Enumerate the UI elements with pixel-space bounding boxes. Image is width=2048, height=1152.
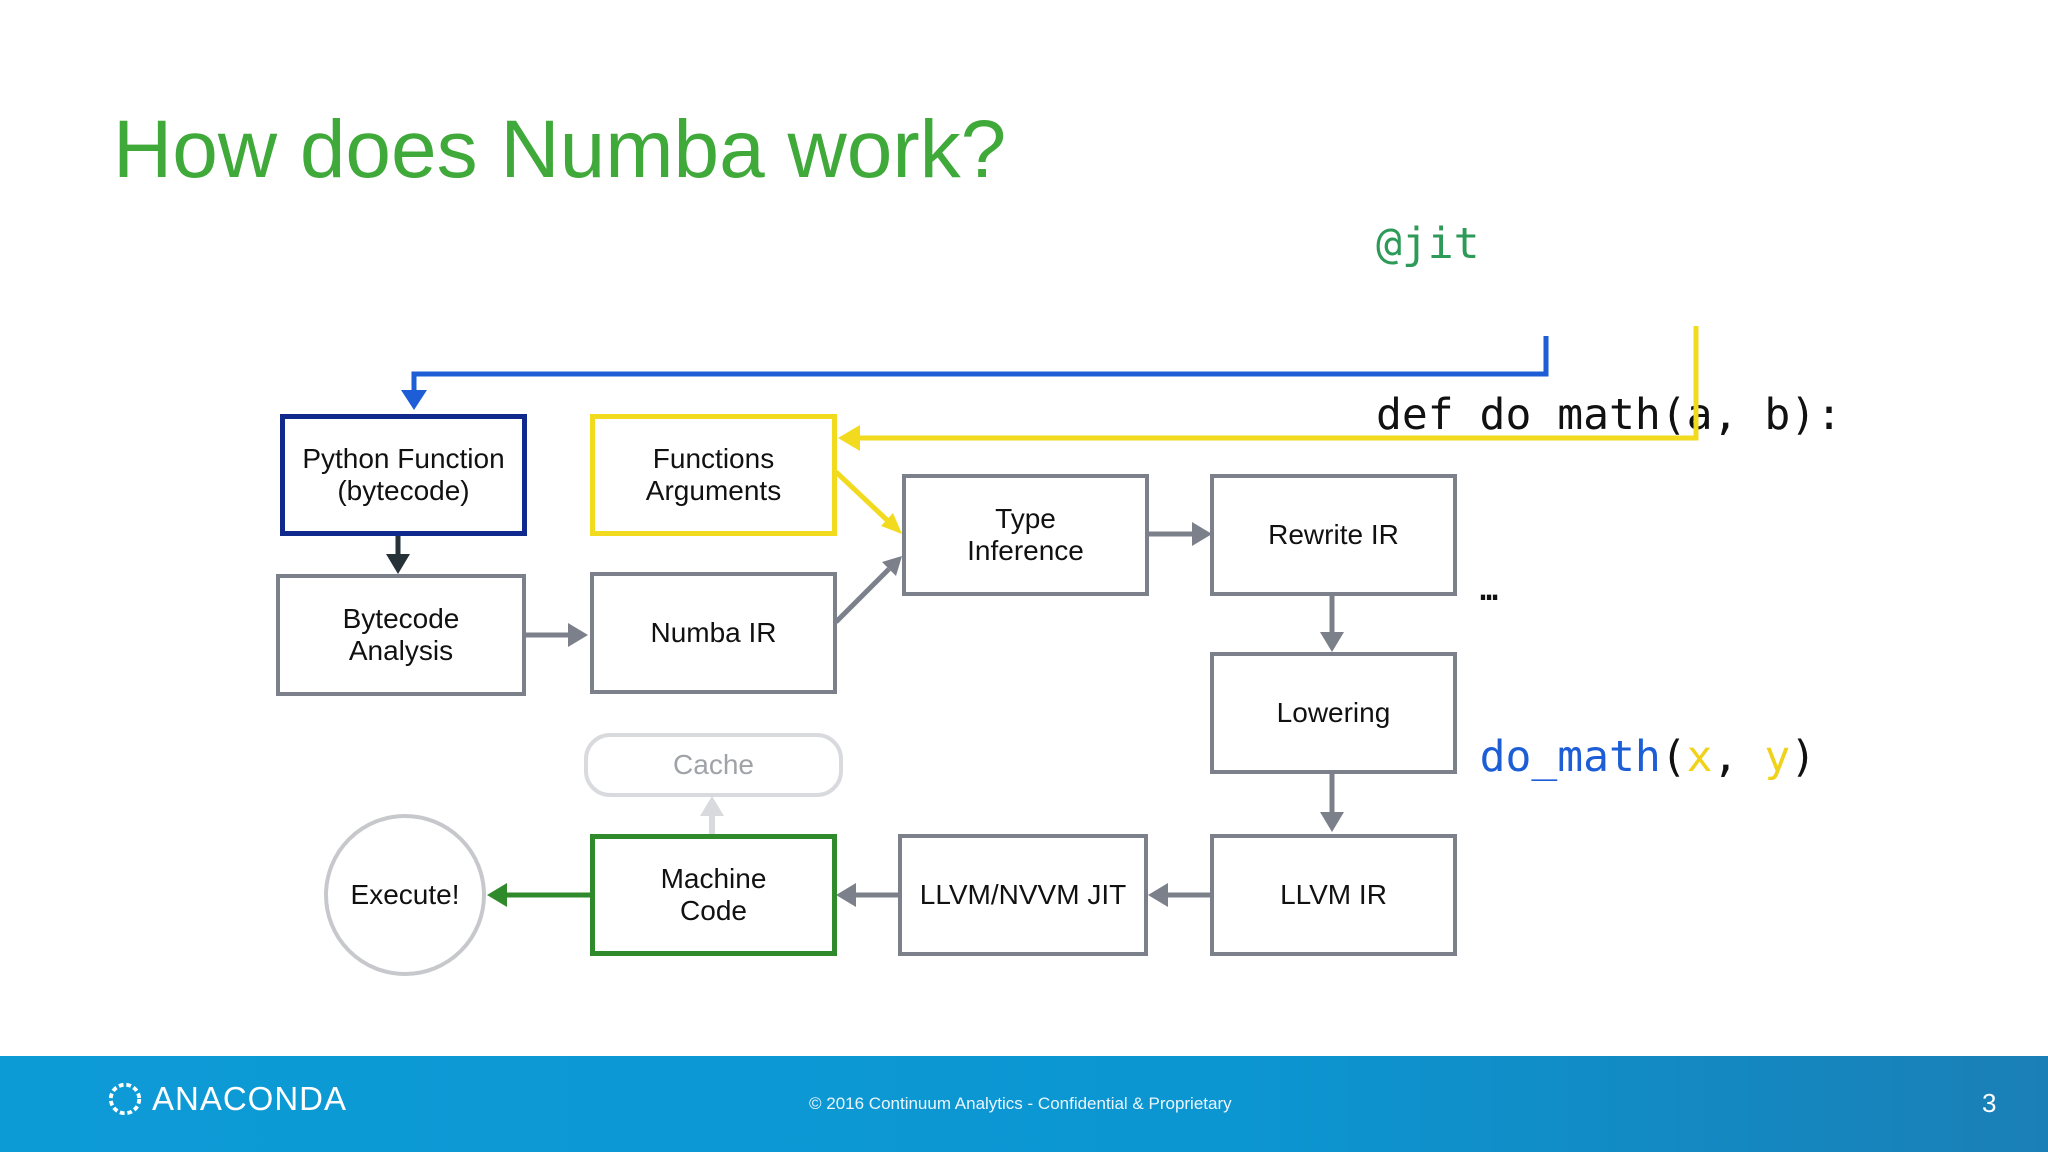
anaconda-logo: ANACONDA	[106, 1080, 347, 1118]
code-open-paren: (	[1660, 732, 1687, 782]
slide-title: How does Numba work?	[113, 104, 1007, 195]
node-bytecode-analysis: Bytecode Analysis	[276, 574, 526, 696]
code-arg-y: y	[1764, 732, 1791, 782]
node-python-function: Python Function (bytecode)	[280, 414, 527, 536]
arrow-lowering-to-llvm-ir	[1320, 774, 1344, 832]
arrow-machine-code-to-execute	[487, 883, 590, 907]
code-line-ellipsis: …	[1376, 558, 1842, 615]
anaconda-ring-icon	[108, 1082, 142, 1116]
node-rewrite-ir: Rewrite IR	[1210, 474, 1457, 596]
node-llvm-ir: LLVM IR	[1210, 834, 1457, 956]
logo-text: ANACONDA	[152, 1080, 348, 1117]
arrow-args-to-functions-arguments	[838, 326, 1699, 451]
arrow-rewrite-ir-to-lowering	[1320, 594, 1344, 652]
arrow-numba-ir-to-type-inference	[834, 556, 902, 624]
code-decorator: @jit	[1376, 219, 1480, 269]
page-number: 3	[1982, 1088, 1997, 1118]
footer-bar	[0, 1056, 2048, 1152]
node-execute: Execute!	[324, 814, 486, 976]
code-arg-x: x	[1686, 732, 1713, 782]
code-comma: ,	[1712, 732, 1765, 782]
node-llvm-jit: LLVM/NVVM JIT	[898, 834, 1148, 956]
arrow-machine-code-to-cache	[700, 796, 724, 834]
copyright-text: © 2016 Continuum Analytics - Confidentia…	[809, 1094, 1232, 1113]
arrow-type-inference-to-rewrite-ir	[1148, 522, 1212, 546]
arrow-llvm-jit-to-machine-code	[836, 883, 898, 907]
code-close-paren: )	[1790, 732, 1817, 782]
code-ellipsis: …	[1480, 573, 1498, 608]
node-cache: Cache	[584, 733, 843, 797]
node-type-inference: Type Inference	[902, 474, 1149, 596]
code-call-name: do_math	[1479, 732, 1661, 782]
arrow-call-to-python-function	[401, 336, 1549, 410]
arrow-llvm-ir-to-llvm-jit	[1148, 883, 1210, 907]
code-line-decorator: @jit	[1376, 216, 1842, 273]
node-machine-code: Machine Code	[590, 834, 837, 956]
arrow-python-function-to-bytecode-analysis	[386, 534, 410, 574]
arrow-bytecode-analysis-to-numba-ir	[524, 623, 588, 647]
arrow-functions-arguments-to-type-inference	[834, 470, 902, 534]
node-numba-ir: Numba IR	[590, 572, 837, 694]
node-functions-arguments: Functions Arguments	[590, 414, 837, 536]
node-lowering: Lowering	[1210, 652, 1457, 774]
